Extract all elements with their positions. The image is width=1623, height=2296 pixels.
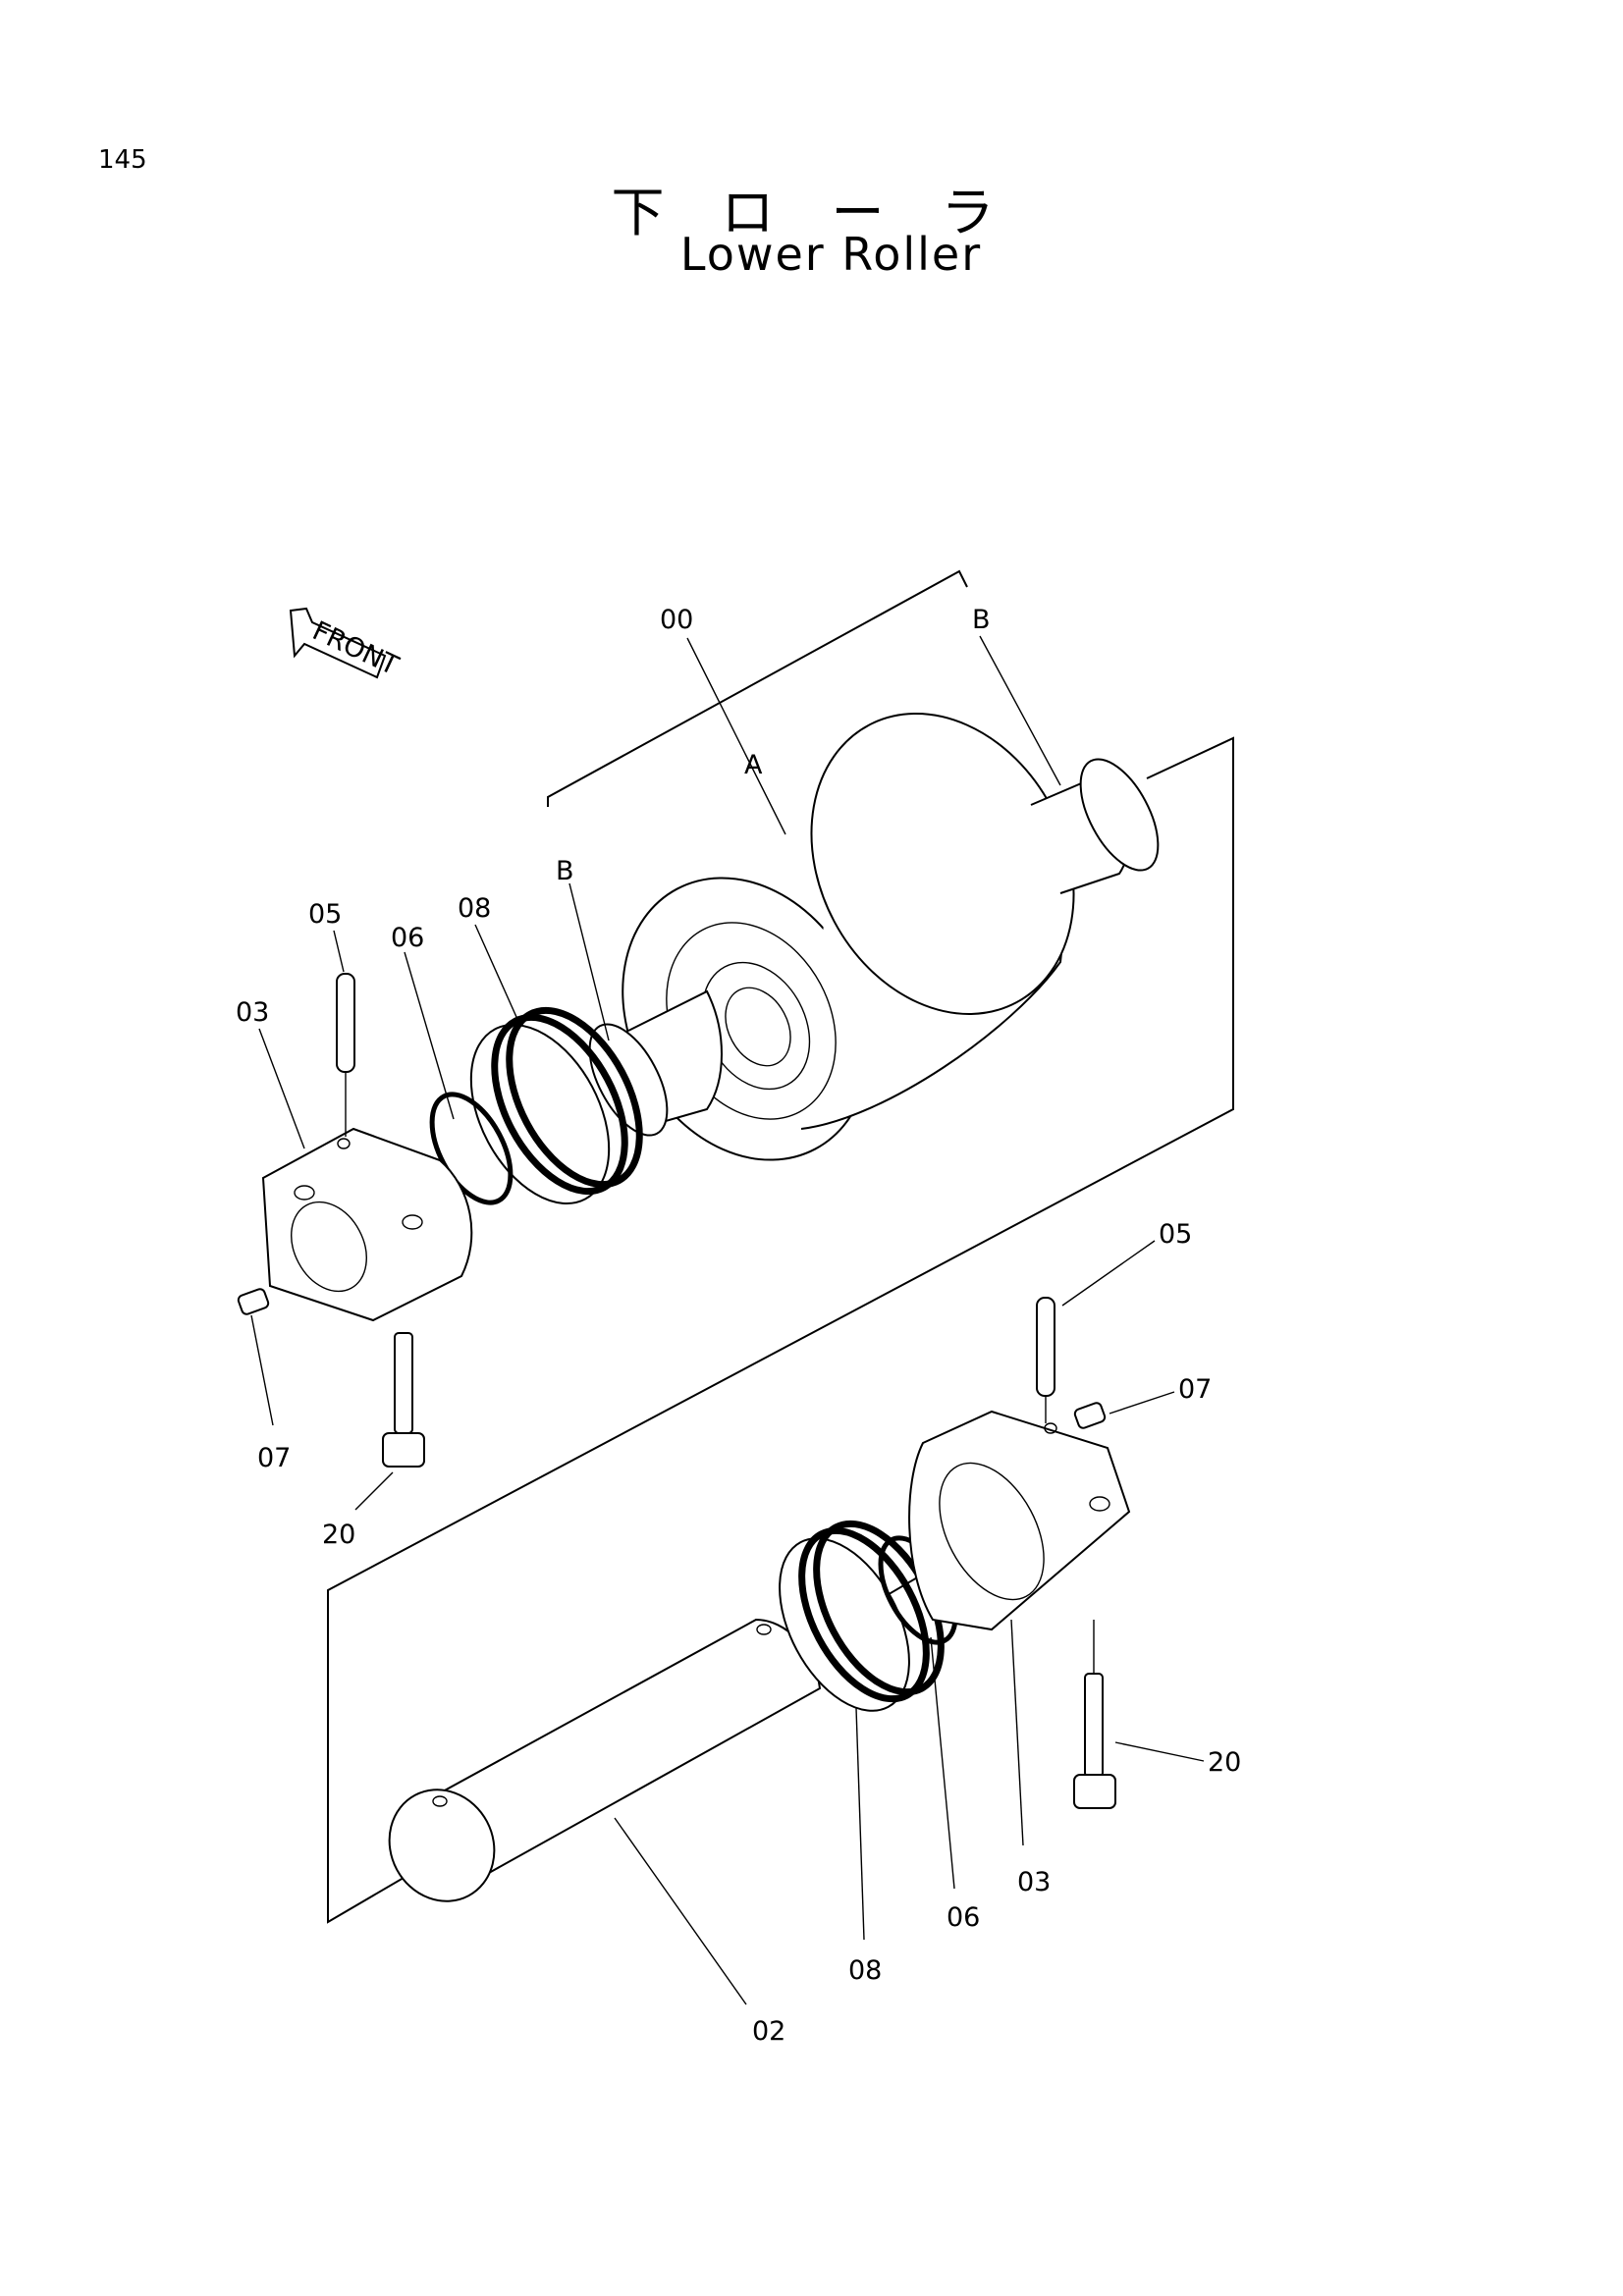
callout-08-left: 08 [458,893,491,924]
title-japanese: 下ローラ [611,182,1052,243]
set-screw-07-right [1073,1402,1107,1429]
callout-02: 02 [752,2016,785,2047]
bolt-20-left [382,1332,425,1468]
callout-06-left: 06 [391,923,424,953]
callout-05-left: 05 [308,899,342,930]
pin-05-right [1036,1297,1055,1423]
callout-03-left: 03 [236,997,269,1028]
callout-07-left: 07 [257,1443,291,1473]
front-arrow-label: FRONT [307,615,403,681]
front-arrow-icon: FRONT [289,607,404,682]
set-screw-07-left [237,1288,270,1315]
callout-08-right: 08 [848,1955,882,1986]
shaft-02 [388,1618,822,1902]
roller-body-00 [588,713,1160,1161]
bolt-20-right [1073,1620,1116,1809]
title-english: Lower Roller [679,228,983,281]
callout-05-right: 05 [1159,1219,1192,1250]
callout-labels: 00 A B B 05 06 08 03 07 20 05 07 20 03 0… [236,605,1241,2047]
callout-00: 00 [660,605,693,635]
callout-07-right: 07 [1178,1374,1212,1405]
callout-03-right: 03 [1017,1867,1051,1897]
callout-20-right: 20 [1208,1747,1241,1778]
pin-05-left [336,973,355,1137]
callout-06-right: 06 [947,1902,980,1933]
leader-lines [250,635,1205,2005]
callout-20-left: 20 [322,1520,355,1550]
callout-a: A [744,750,763,780]
callout-b-left: B [556,856,574,886]
callout-b-top: B [972,605,991,635]
page-number: 145 [98,145,147,175]
floating-seal-08-left [469,1006,643,1204]
collar-03-left [261,1127,473,1322]
collar-03-right [908,1410,1131,1631]
